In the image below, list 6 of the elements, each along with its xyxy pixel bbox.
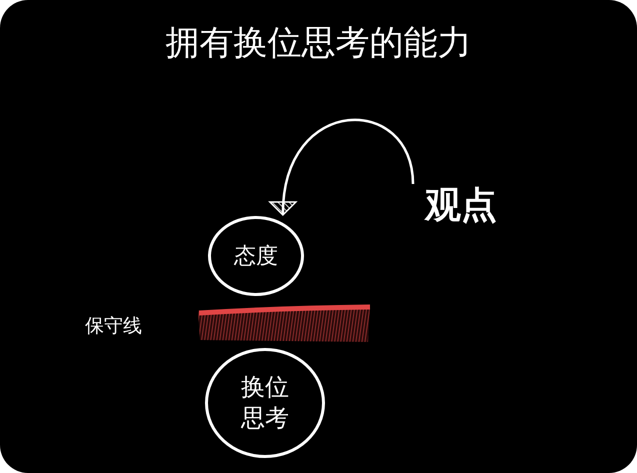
empathy-circle: 换位思考	[205, 348, 325, 458]
title: 拥有换位思考的能力	[164, 22, 472, 65]
band-label: 保守线	[85, 314, 142, 339]
attitude-circle: 态度	[208, 216, 304, 296]
viewpoint-text: 观点	[415, 182, 507, 228]
curved-arrow	[270, 119, 414, 216]
